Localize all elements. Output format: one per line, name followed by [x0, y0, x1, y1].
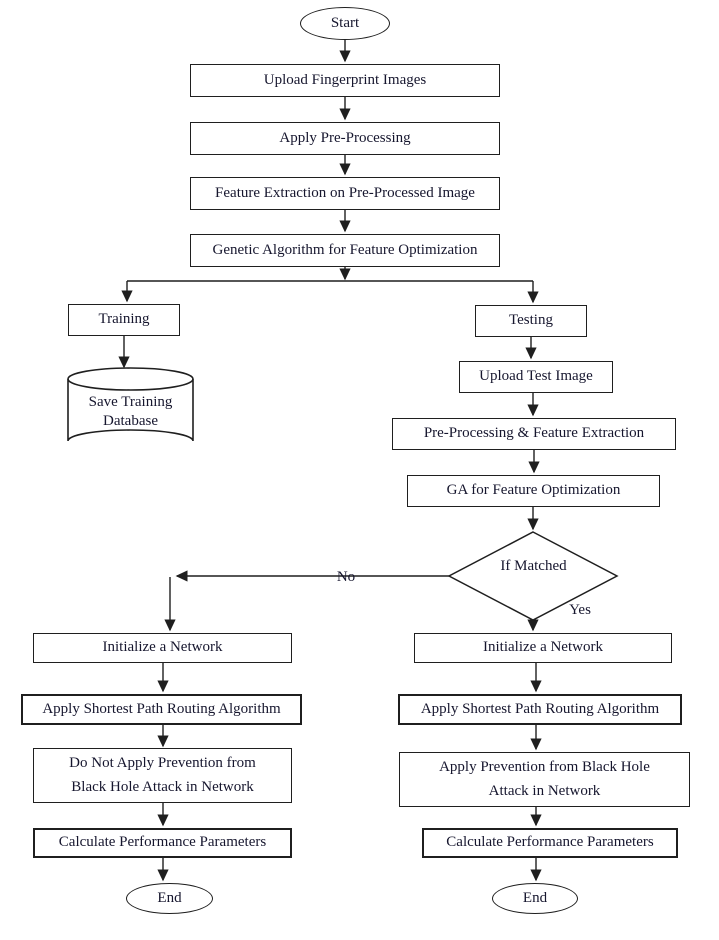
process-testing: Testing — [475, 305, 587, 337]
process-calculate-parameters-left: Calculate Performance Parameters — [33, 828, 292, 858]
edge-label-yes: Yes — [569, 601, 591, 618]
process-apply-preprocessing: Apply Pre-Processing — [190, 122, 500, 155]
process-initialize-network-right: Initialize a Network — [414, 633, 672, 663]
end-terminator-right: End — [492, 883, 578, 914]
end-terminator-left: End — [126, 883, 213, 914]
process-apply-prevention: Apply Prevention from Black Hole Attack … — [399, 752, 690, 807]
process-no-prevention: Do Not Apply Prevention from Black Hole … — [33, 748, 292, 803]
process-shortest-path-left: Apply Shortest Path Routing Algorithm — [21, 694, 302, 725]
edge-label-no: No — [336, 568, 356, 585]
start-terminator: Start — [300, 7, 390, 40]
database-save-training-label: Save Training Database — [88, 393, 173, 430]
decision-diamond-shape — [447, 531, 619, 621]
process-upload-test-image: Upload Test Image — [459, 361, 613, 393]
process-shortest-path-right: Apply Shortest Path Routing Algorithm — [398, 694, 682, 725]
process-training: Training — [68, 304, 180, 336]
process-genetic-algorithm: Genetic Algorithm for Feature Optimizati… — [190, 234, 500, 267]
process-feature-extraction: Feature Extraction on Pre-Processed Imag… — [190, 177, 500, 210]
process-ga-feature-optimization: GA for Feature Optimization — [407, 475, 660, 507]
database-cylinder-shape — [67, 367, 194, 442]
process-preprocessing-feature-extraction: Pre-Processing & Feature Extraction — [392, 418, 676, 450]
process-upload-fingerprint: Upload Fingerprint Images — [190, 64, 500, 97]
process-initialize-network-left: Initialize a Network — [33, 633, 292, 663]
process-calculate-parameters-right: Calculate Performance Parameters — [422, 828, 678, 858]
decision-if-matched-label: If Matched — [500, 558, 567, 575]
